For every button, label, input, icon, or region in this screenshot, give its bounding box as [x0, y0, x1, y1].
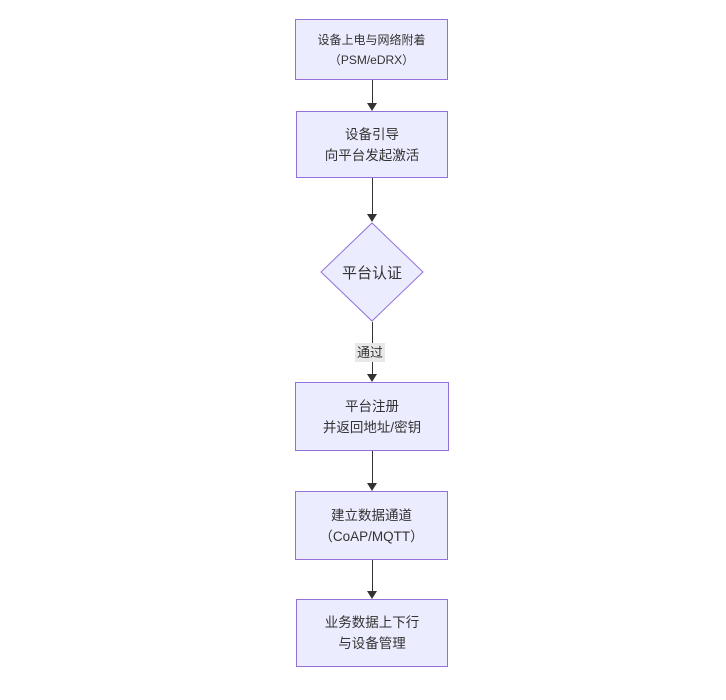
- decision-platform-auth-label: 平台认证: [341, 264, 402, 282]
- diamond-shape: [320, 222, 424, 322]
- node-register-line2: 并返回地址/密钥: [322, 419, 422, 435]
- node-power-attach-line2: （PSM/eDRX）: [328, 52, 415, 67]
- arrow-power-to-bootstrap: [367, 80, 377, 111]
- arrow-channel-to-business: [367, 560, 377, 599]
- node-platform-register: 平台注册 并返回地址/密钥: [295, 382, 449, 451]
- node-business-line2: 与设备管理: [338, 636, 406, 651]
- arrow-bootstrap-to-auth: [367, 178, 377, 222]
- node-business-data: 业务数据上下行 与设备管理: [296, 599, 448, 667]
- node-bootstrap-activate: 设备引导 向平台发起激活: [296, 111, 448, 178]
- arrowhead-down-icon: [367, 374, 377, 382]
- arrowhead-down-icon: [367, 103, 377, 111]
- node-bootstrap-line1: 设备引导: [345, 126, 399, 142]
- node-business-line1: 业务数据上下行: [324, 615, 420, 630]
- node-power-attach-line1: 设备上电与网络附着: [317, 32, 426, 47]
- node-bootstrap-line2: 向平台发起激活: [324, 147, 420, 163]
- arrow-register-to-channel: [367, 451, 377, 491]
- node-data-channel: 建立数据通道 （CoAP/MQTT）: [295, 491, 448, 560]
- arrowhead-down-icon: [367, 214, 377, 222]
- arrow-shaft: [371, 80, 373, 103]
- node-power-attach: 设备上电与网络附着 （PSM/eDRX）: [295, 19, 448, 80]
- decision-platform-auth: 平台认证: [320, 222, 424, 322]
- node-channel-line2: （CoAP/MQTT）: [319, 528, 424, 544]
- arrowhead-down-icon: [367, 483, 377, 491]
- arrowhead-down-icon: [367, 591, 377, 599]
- node-register-line1: 平台注册: [345, 398, 399, 414]
- node-channel-line1: 建立数据通道: [331, 507, 412, 523]
- arrow-shaft: [371, 178, 373, 214]
- arrow-shaft: [371, 560, 373, 591]
- arrow-shaft: [371, 451, 373, 483]
- edge-label-pass: 通过: [354, 343, 386, 362]
